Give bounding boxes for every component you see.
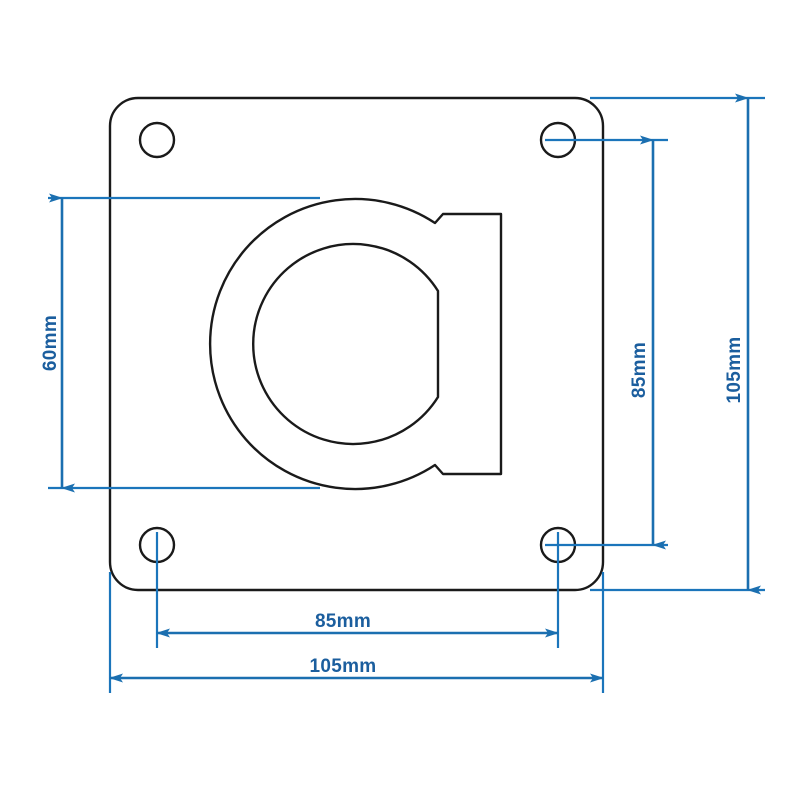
dimension-label-85mm-horizontal: 85mm [315,611,371,632]
dimension-label-85mm-vertical: 85mm [629,342,650,398]
mounting-hole-top-left [138,121,176,159]
part-geometry [108,96,605,592]
dimension-right-vertical-85mm: 85mm [545,135,668,550]
lashing-ring-inner-bore [252,242,440,446]
mounting-plate-outline [108,96,605,592]
dimension-bottom-horizontal-105mm: 105mm [108,572,605,693]
dimension-label-60mm: 60mm [40,315,61,371]
dimension-left-vertical-60mm: 60mm [40,193,320,493]
lashing-ring-outer-profile [208,197,503,491]
dimension-label-105mm-vertical: 105mm [724,337,745,404]
dimension-label-105mm-horizontal: 105mm [310,656,377,677]
dimension-right-vertical-105mm: 105mm [590,93,765,595]
dimension-bottom-horizontal-85mm: 85mm [155,532,560,648]
